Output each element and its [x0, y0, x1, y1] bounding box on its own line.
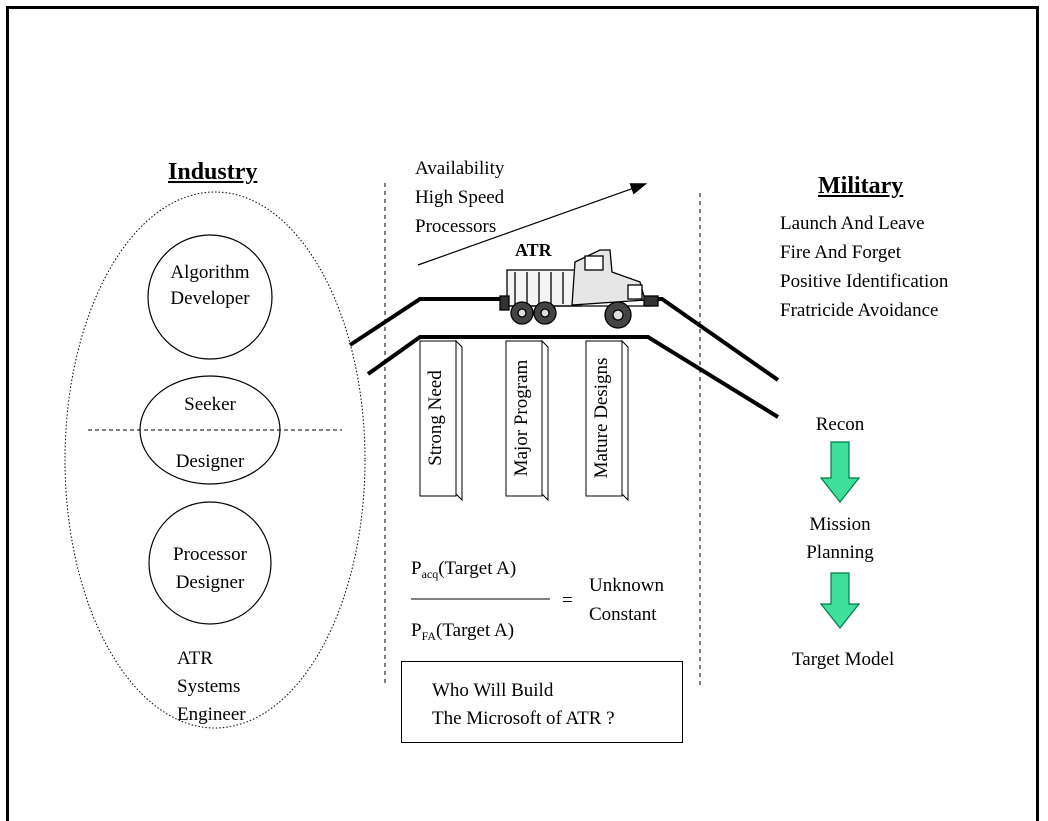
formula-result-line1: Unknown [589, 575, 664, 596]
pillar-label-strong-need: Strong Need [425, 370, 446, 466]
formula-result-line2: Constant [589, 604, 657, 625]
atr-label: ATR [515, 240, 552, 260]
slide-frame [6, 6, 1039, 821]
trend-arrow [417, 183, 648, 266]
down-arrow-icon [819, 572, 861, 629]
processor-circle [148, 501, 272, 625]
developer-label: Developer [170, 288, 250, 309]
availability-line3: Processors [415, 216, 497, 237]
seeker-designer-label: Designer [175, 451, 245, 472]
formula-numerator: Pacq(Target A) [411, 558, 517, 581]
military-requirement: Fire And Forget [780, 242, 902, 263]
mission-line2: Planning [806, 542, 874, 563]
question-box: Who Will Build The Microsoft of ATR ? [401, 661, 683, 743]
target-model-label: Target Model [792, 649, 895, 670]
algorithm-circle [147, 234, 273, 360]
military-requirement: Fratricide Avoidance [780, 300, 939, 321]
pillar-strong-need [419, 339, 463, 502]
military-requirement: Launch And Leave [780, 213, 925, 234]
formula-denominator: PFA(Target A) [411, 620, 515, 643]
atr-systems-line1: ATR [177, 648, 213, 669]
question-line2: The Microsoft of ATR ? [432, 708, 615, 729]
industry-ellipse [64, 191, 366, 729]
bridge-bottom-line [366, 335, 780, 419]
availability-line2: High Speed [415, 187, 505, 208]
seeker-label: Seeker [184, 394, 236, 415]
mission-line1: Mission [809, 514, 871, 535]
availability-line1: Availability [415, 158, 505, 179]
atr-systems-line3: Engineer [177, 704, 246, 725]
recon-label: Recon [815, 414, 865, 435]
pillar-major-program [505, 339, 549, 502]
down-arrow-icon [819, 441, 861, 503]
question-line1: Who Will Build [432, 680, 554, 701]
algorithm-label: Algorithm [170, 262, 250, 283]
pillar-label-mature-designs: Mature Designs [591, 357, 612, 479]
processor-designer-label: Designer [175, 572, 245, 593]
pillar-mature-designs [585, 339, 629, 502]
military-heading: Military [818, 173, 904, 199]
military-truck-icon [499, 249, 659, 329]
military-requirement: Positive Identification [780, 271, 949, 292]
pillar-label-major-program: Major Program [511, 359, 532, 477]
formula-equals: = [562, 590, 573, 611]
industry-heading: Industry [168, 159, 258, 185]
processor-label: Processor [173, 544, 247, 565]
atr-systems-line2: Systems [177, 676, 241, 697]
